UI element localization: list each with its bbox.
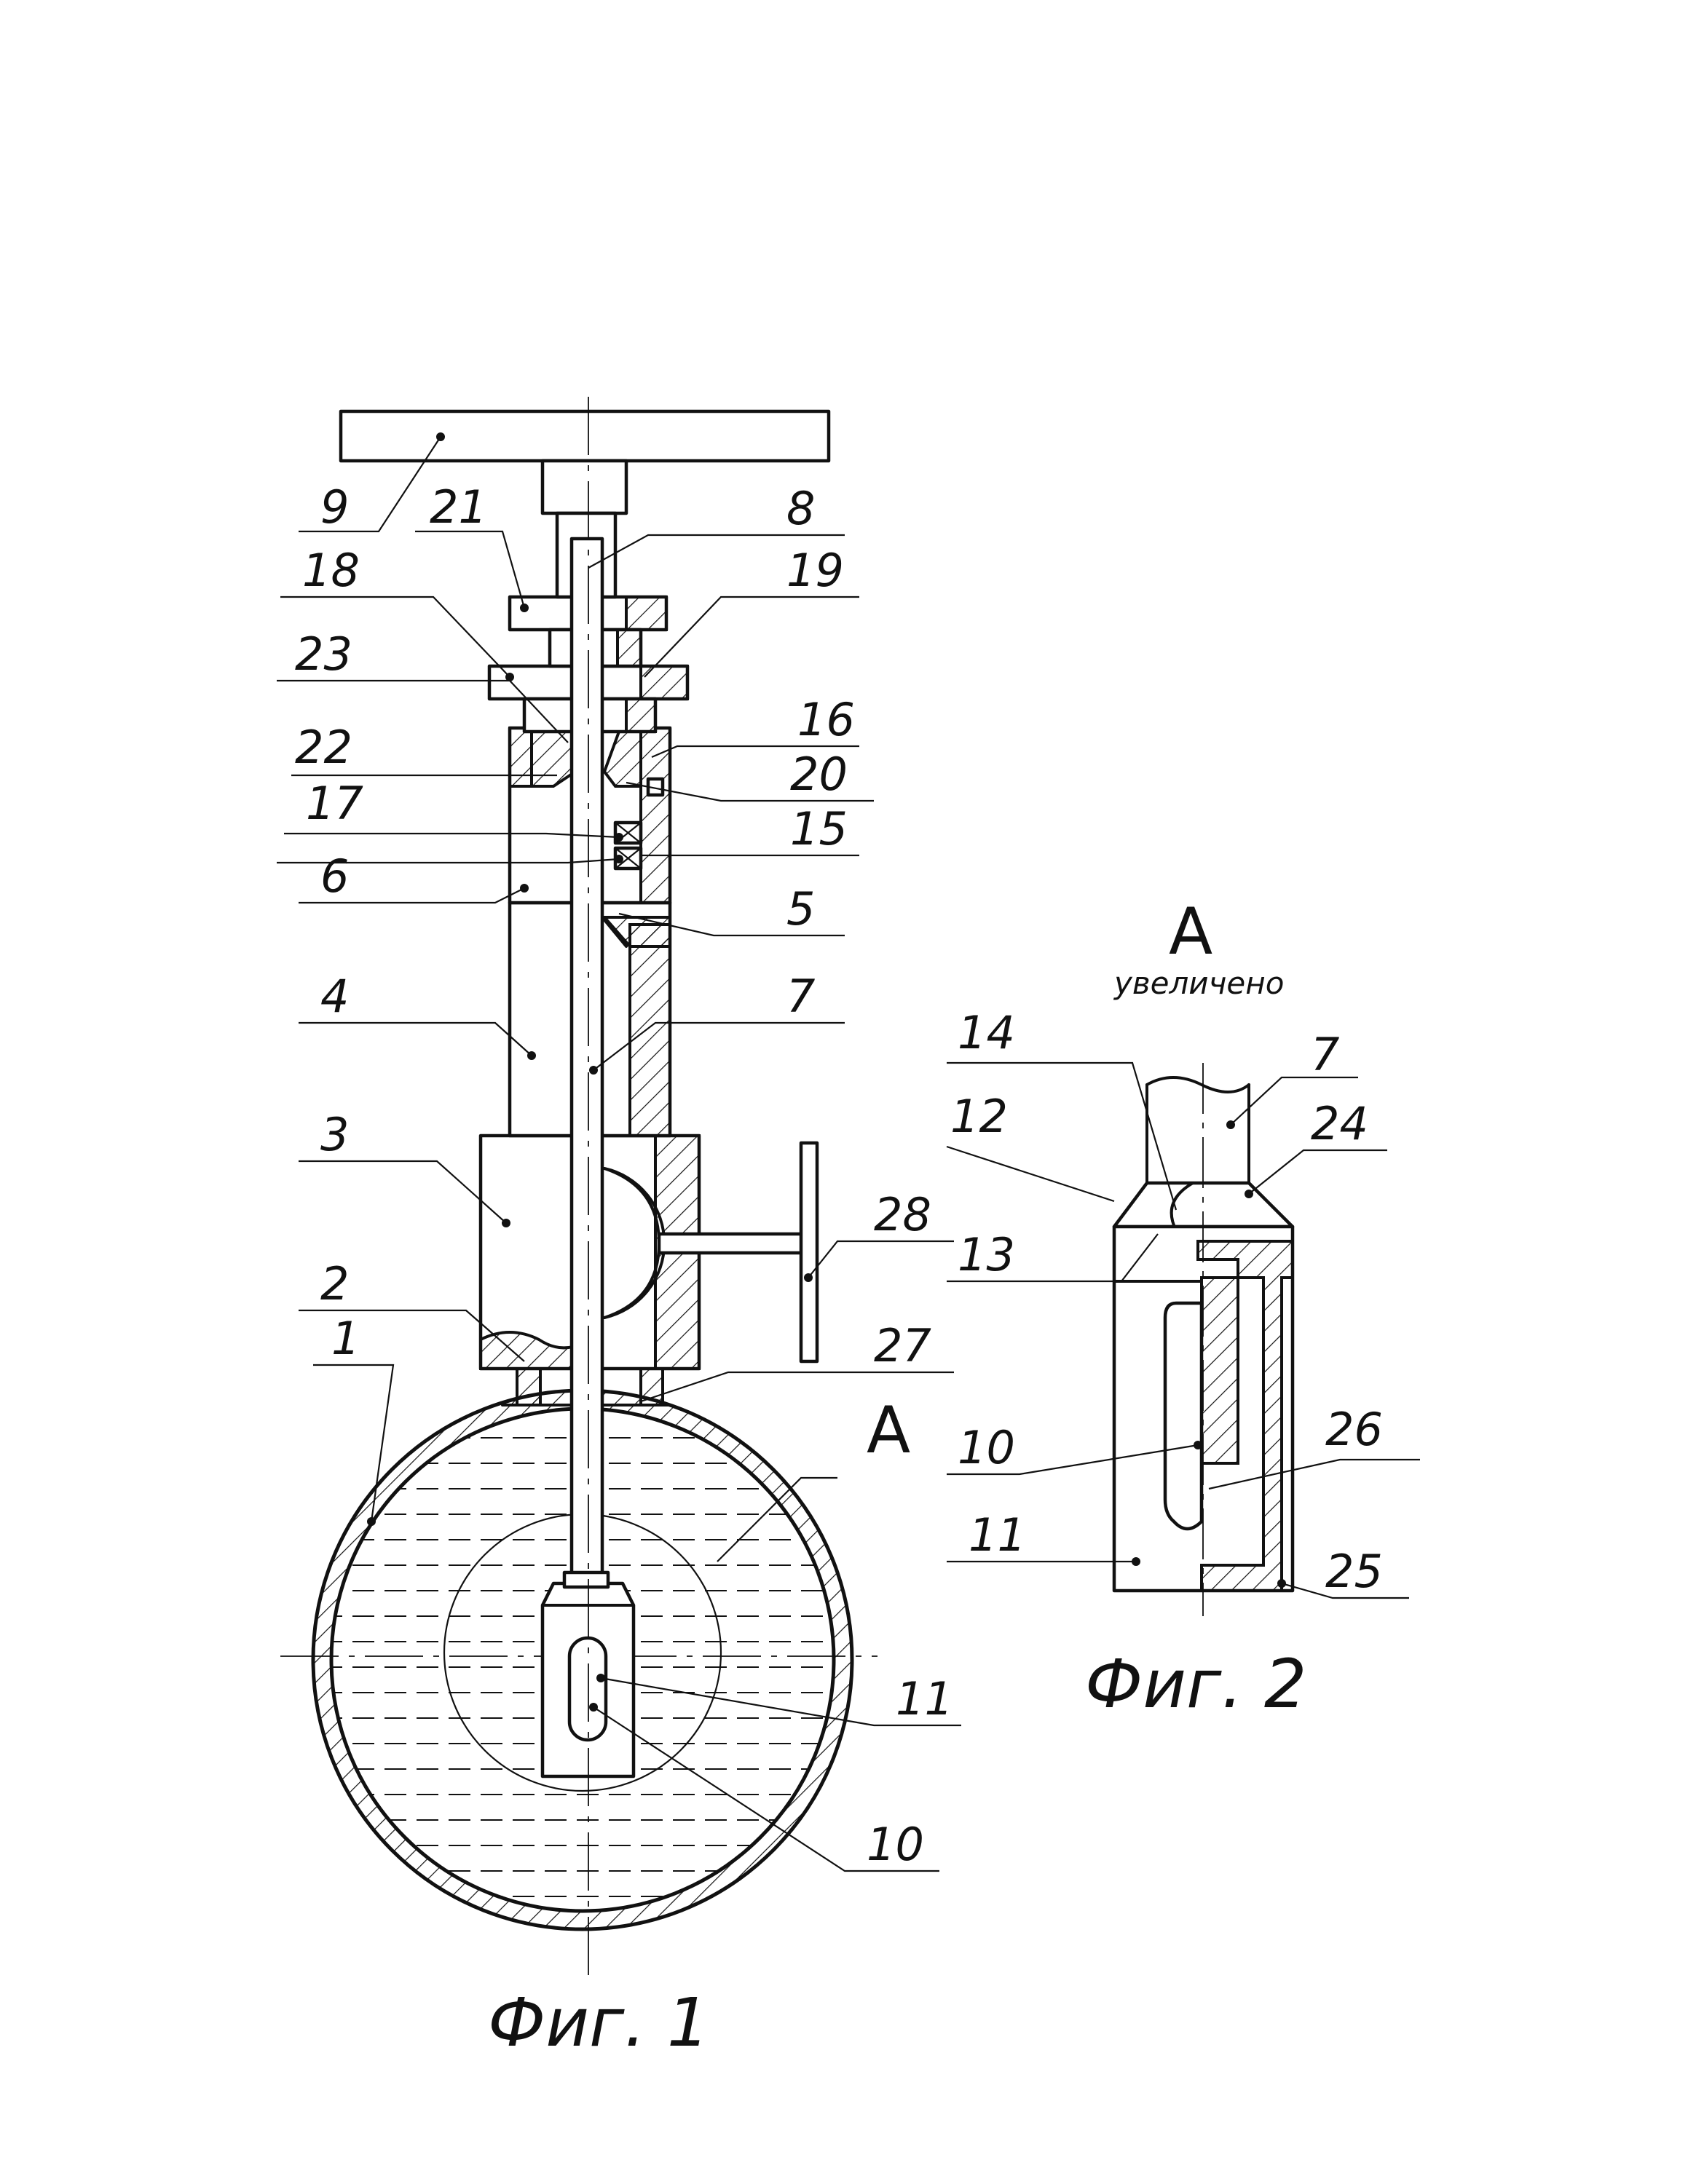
label-17: 17	[306, 777, 363, 830]
rod-break	[1145, 1076, 1250, 1093]
label-22: 22	[295, 721, 352, 774]
view-a-letter: А	[1169, 894, 1212, 969]
fig2-label-13: 13	[958, 1228, 1015, 1281]
label-28: 28	[874, 1188, 931, 1241]
label-8: 8	[786, 482, 815, 535]
valve-body	[478, 1133, 819, 1371]
label-5: 5	[786, 882, 815, 935]
fig1-leaders	[277, 432, 961, 1872]
insert	[1200, 1276, 1239, 1465]
label-27: 27	[874, 1319, 931, 1372]
label-16: 16	[797, 693, 855, 746]
figure-2-caption: Фиг. 2	[1085, 1645, 1306, 1723]
label-20: 20	[790, 748, 848, 801]
label-18: 18	[302, 544, 360, 597]
figure-1: 9 21 8 18 19 23 16 22 20 17 15 6 5 4 7 3…	[277, 397, 961, 2062]
label-23: 23	[295, 628, 352, 681]
label-7: 7	[786, 970, 815, 1023]
label-19: 19	[786, 544, 844, 597]
slot-10	[1163, 1301, 1204, 1531]
label-1: 1	[331, 1312, 360, 1365]
label-4: 4	[320, 970, 349, 1023]
label-11: 11	[896, 1672, 953, 1725]
fig2-leaders	[946, 1061, 1420, 1599]
fig2-label-26: 26	[1325, 1403, 1383, 1456]
fig2-label-7: 7	[1311, 1028, 1339, 1081]
label-6: 6	[320, 850, 349, 903]
stem	[569, 537, 628, 1582]
figure-2: А увеличено	[946, 894, 1420, 1723]
figure-1-caption: Фиг. 1	[488, 1984, 709, 2062]
fig2-label-14: 14	[958, 1006, 1015, 1059]
label-9: 9	[320, 480, 349, 534]
label-10: 10	[867, 1818, 924, 1871]
fig2-label-10: 10	[958, 1421, 1015, 1474]
detail-a-callout: А	[867, 1393, 910, 1468]
channel-25	[1196, 1240, 1294, 1592]
fig1-labels: 9 21 8 18 19 23 16 22 20 17 15 6 5 4 7 3…	[295, 480, 953, 2062]
label-21: 21	[430, 480, 487, 534]
fig2-labels: 14 7 12 24 13 26 10 11 25 Фиг. 2	[950, 1006, 1383, 1723]
fig2-label-25: 25	[1325, 1545, 1383, 1598]
label-15: 15	[790, 802, 848, 855]
view-a-note: увеличено	[1113, 965, 1284, 1001]
label-3: 3	[320, 1108, 349, 1161]
label-2: 2	[320, 1257, 349, 1310]
fig2-label-11: 11	[969, 1508, 1026, 1562]
fig2-label-24: 24	[1311, 1097, 1368, 1150]
fig2-label-12: 12	[950, 1090, 1008, 1143]
